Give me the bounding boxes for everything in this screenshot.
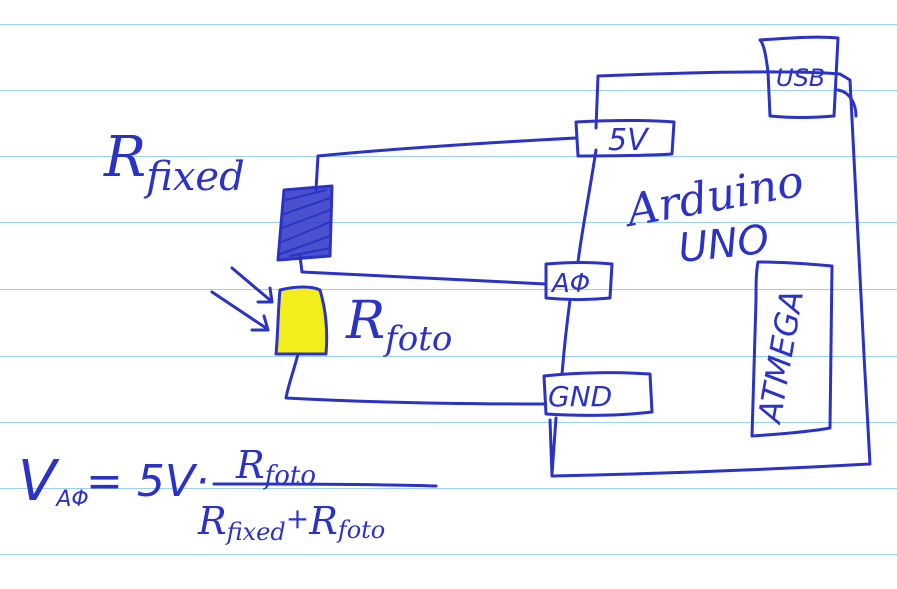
ruled-line bbox=[0, 90, 897, 91]
pin-a0-label: AΦ bbox=[550, 269, 590, 299]
formula-equals: = 5V· bbox=[86, 456, 209, 507]
pin-5v-box bbox=[574, 119, 676, 158]
light-arrow bbox=[230, 266, 274, 304]
formula-numerator-sub: foto bbox=[263, 461, 316, 491]
ruled-line bbox=[0, 554, 897, 555]
r-fixed-main: R bbox=[103, 125, 146, 190]
ruled-line bbox=[0, 488, 897, 489]
formula-denominator-b-main: R bbox=[308, 499, 338, 543]
r-fixed-sub: fixed bbox=[143, 154, 245, 200]
atmega-label: ATMEGA bbox=[750, 287, 811, 427]
formula-lhs-main: V bbox=[18, 449, 60, 514]
formula-lhs-sub: AΦ bbox=[54, 487, 88, 512]
fixed-resistor bbox=[276, 184, 334, 262]
wire-a0 bbox=[298, 254, 548, 286]
light-arrow bbox=[210, 290, 270, 332]
pin-gnd-box bbox=[542, 371, 654, 417]
ruled-line bbox=[0, 289, 897, 290]
formula-fraction-bar bbox=[212, 482, 438, 488]
formula-denominator-a-main: R bbox=[197, 499, 227, 543]
pin-usb-label: USB bbox=[776, 64, 825, 92]
board-name-line2: UNO bbox=[676, 217, 771, 272]
photoresistor bbox=[274, 285, 329, 356]
r-foto-label: Rfoto bbox=[345, 291, 452, 359]
formula-numerator: Rfoto bbox=[235, 443, 316, 491]
ruled-line bbox=[0, 24, 897, 25]
wire-5v bbox=[314, 136, 578, 192]
formula-denominator: Rfixed+Rfoto bbox=[197, 499, 385, 546]
pin-a0-box bbox=[544, 261, 614, 301]
formula-denominator-b-sub: foto bbox=[336, 516, 385, 544]
wire-gnd bbox=[284, 352, 546, 406]
arduino-board-outline bbox=[548, 70, 872, 478]
r-fixed-label: Rfixed bbox=[103, 125, 245, 200]
formula-lhs: VAΦ bbox=[18, 449, 89, 514]
ruled-line bbox=[0, 222, 897, 223]
formula-numerator-main: R bbox=[235, 443, 265, 487]
pin-gnd-label: GND bbox=[548, 380, 612, 413]
r-foto-sub: foto bbox=[382, 319, 452, 359]
ruled-line bbox=[0, 156, 897, 157]
formula-denominator-a-sub: fixed bbox=[225, 518, 286, 546]
atmega-chip-outline bbox=[750, 260, 834, 438]
formula-plus: + bbox=[286, 502, 309, 535]
usb-connector bbox=[758, 35, 858, 119]
r-foto-main: R bbox=[345, 291, 385, 351]
pin-5v-label: 5V bbox=[608, 123, 650, 158]
ruled-line bbox=[0, 422, 897, 423]
fixed-resistor-hatch bbox=[279, 189, 331, 257]
ruled-line bbox=[0, 356, 897, 357]
